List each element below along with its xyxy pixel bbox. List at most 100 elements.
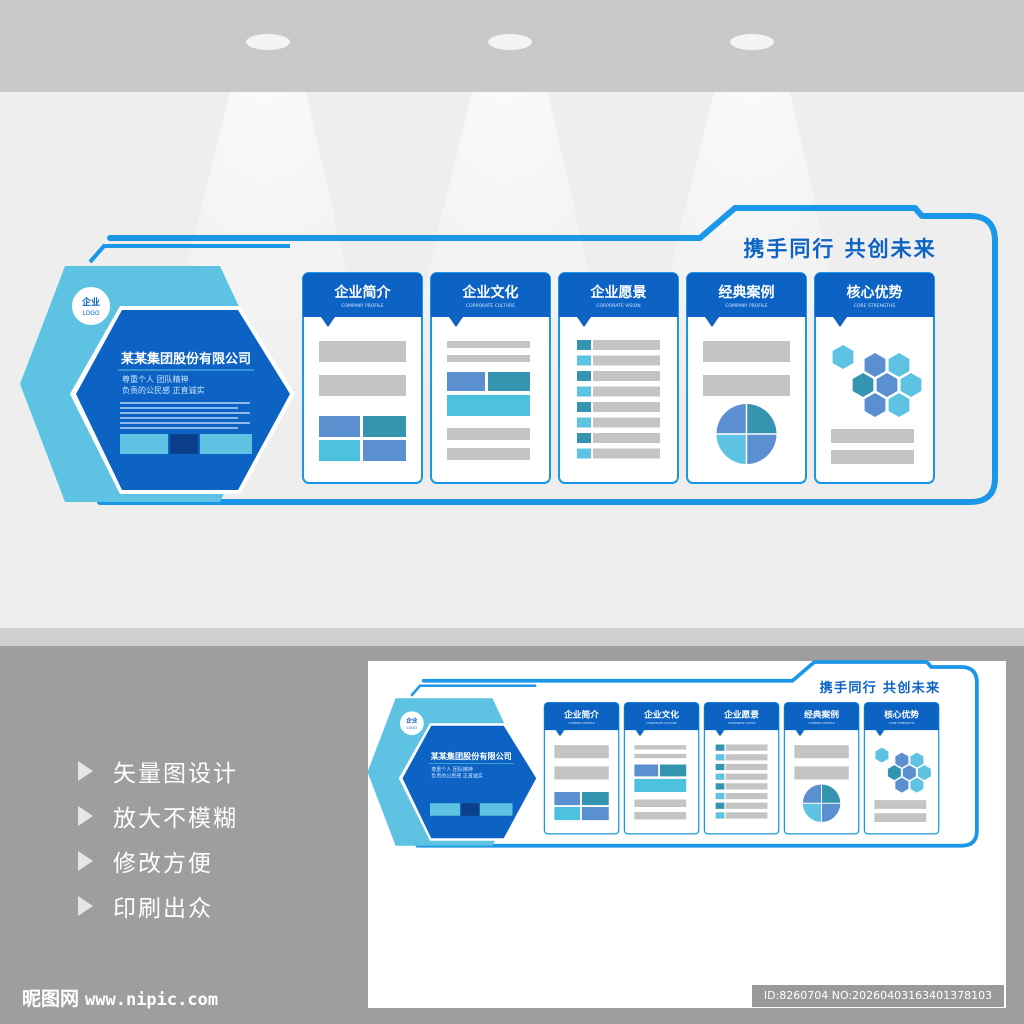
panel-header-pointer (635, 730, 645, 737)
mosaic-tile (660, 764, 687, 777)
pie-slice (821, 784, 841, 804)
gray-line (634, 799, 687, 807)
panel-header-pointer (705, 317, 719, 327)
list-bar (593, 402, 660, 412)
panel-subtitle: COMPANY PROFILE (341, 303, 383, 309)
company-motto-1: 尊重个人 团队精神 (431, 766, 473, 773)
gray-block (794, 766, 849, 780)
gray-block (794, 745, 849, 759)
panel-header (544, 702, 619, 731)
mosaic-tile (363, 440, 406, 461)
company-body-line (120, 427, 238, 429)
company-body-line (120, 407, 238, 409)
mosaic-tile (634, 778, 687, 792)
panel-subtitle: COMPANY PROFILE (568, 721, 595, 725)
gray-line (447, 355, 530, 362)
hexagon-tile (900, 373, 922, 397)
gray-block (703, 375, 790, 396)
panel-header-pointer (875, 730, 885, 737)
company-name: 某某集团股份有限公司 (120, 351, 251, 367)
panel-title: 经典案例 (804, 709, 839, 721)
panel-header-pointer (577, 317, 591, 327)
list-bar (725, 802, 768, 809)
mosaic-tile (634, 764, 659, 777)
hexagon-tile (888, 393, 910, 417)
panel-title: 经典案例 (719, 284, 775, 301)
panel-header (303, 273, 422, 317)
hexagon-tile (864, 353, 886, 377)
panel-subtitle: COMPANY PROFILE (808, 721, 835, 725)
hexagon-tile (887, 765, 901, 781)
feature-item: 修改方便 (78, 838, 338, 883)
list-bullet (715, 783, 725, 790)
panel-header-pointer (795, 730, 805, 737)
panel-header-pointer (833, 317, 847, 327)
panel-subtitle: CORE STRENGTHS (889, 721, 915, 725)
panel-header (704, 702, 779, 731)
company-body-line (120, 417, 238, 419)
mosaic-tile (447, 372, 485, 391)
list-bar (593, 448, 660, 459)
gray-line (447, 448, 530, 460)
hexagon-tile (910, 777, 924, 793)
company-photo-3 (200, 434, 252, 454)
list-bullet (715, 792, 725, 800)
pie-slice (802, 803, 822, 822)
list-bar (593, 386, 660, 397)
gray-block (703, 341, 790, 362)
company-motto-2: 负责的公民感 正直诚实 (431, 773, 483, 780)
panel-subtitle: CORPORATE VISION (596, 303, 640, 309)
pie-slice (821, 803, 841, 822)
list-bar (593, 355, 660, 366)
mosaic-tile (554, 807, 580, 821)
mosaic-tile (581, 792, 609, 806)
list-bar (725, 744, 768, 751)
panel-header (815, 273, 934, 317)
list-bar (725, 783, 768, 790)
list-bullet (715, 812, 725, 819)
list-bar (725, 812, 768, 819)
image-id-bar: ID:8260704 NO:20260403163401378103 (752, 985, 1004, 1007)
list-bullet (715, 744, 725, 751)
frame-line-top-inner (410, 684, 537, 697)
panel-header-pointer (321, 317, 335, 327)
list-bullet (577, 433, 591, 443)
gray-line (874, 813, 927, 822)
list-bar (593, 371, 660, 381)
panel-subtitle: CORPORATE VISION (728, 721, 756, 725)
gray-line (634, 745, 687, 750)
panel-header (687, 273, 806, 317)
list-bullet (577, 402, 591, 412)
gray-line (447, 341, 530, 348)
watermark-url[interactable]: www.nipic.com (85, 990, 219, 1010)
panel-title: 核心优势 (884, 709, 919, 721)
list-bullet (577, 355, 591, 366)
pie-slice (802, 784, 822, 804)
company-body-line (120, 412, 250, 414)
logo-circle (398, 710, 425, 737)
hexagon-tile (875, 747, 889, 763)
list-bullet (715, 763, 725, 771)
mosaic-tile (319, 440, 360, 461)
gray-block (554, 745, 609, 759)
logo-sub: LOGO (406, 726, 417, 730)
feature-list: 矢量图设计 放大不模糊 修改方便 印刷出众 (78, 748, 338, 928)
company-photo-2 (461, 803, 479, 816)
hexagon-tile (864, 393, 886, 417)
list-bullet (577, 417, 591, 428)
list-bar (593, 433, 660, 443)
panel-title: 企业愿景 (723, 709, 759, 721)
gray-line (634, 812, 687, 820)
list-bullet (715, 802, 725, 809)
company-photo-1 (430, 803, 460, 816)
